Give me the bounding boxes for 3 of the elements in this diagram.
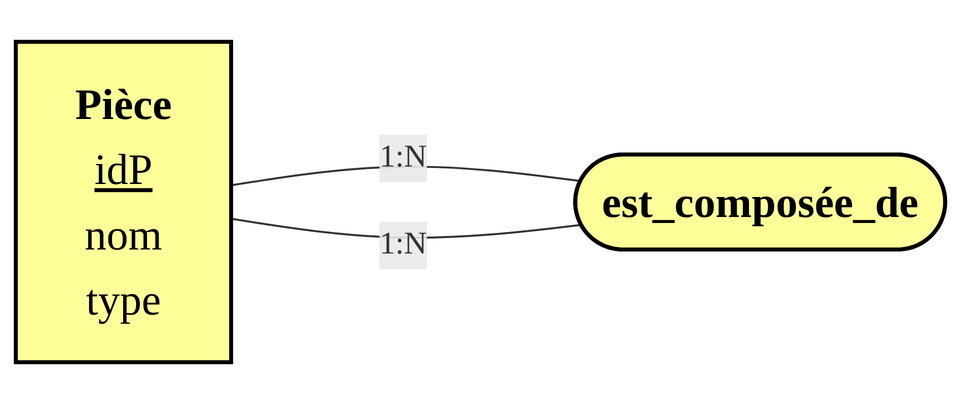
node-box: Pièce idP nom type xyxy=(14,40,234,365)
edge-label: 1:N xyxy=(379,228,427,262)
edge-label: 1:N xyxy=(379,141,427,175)
